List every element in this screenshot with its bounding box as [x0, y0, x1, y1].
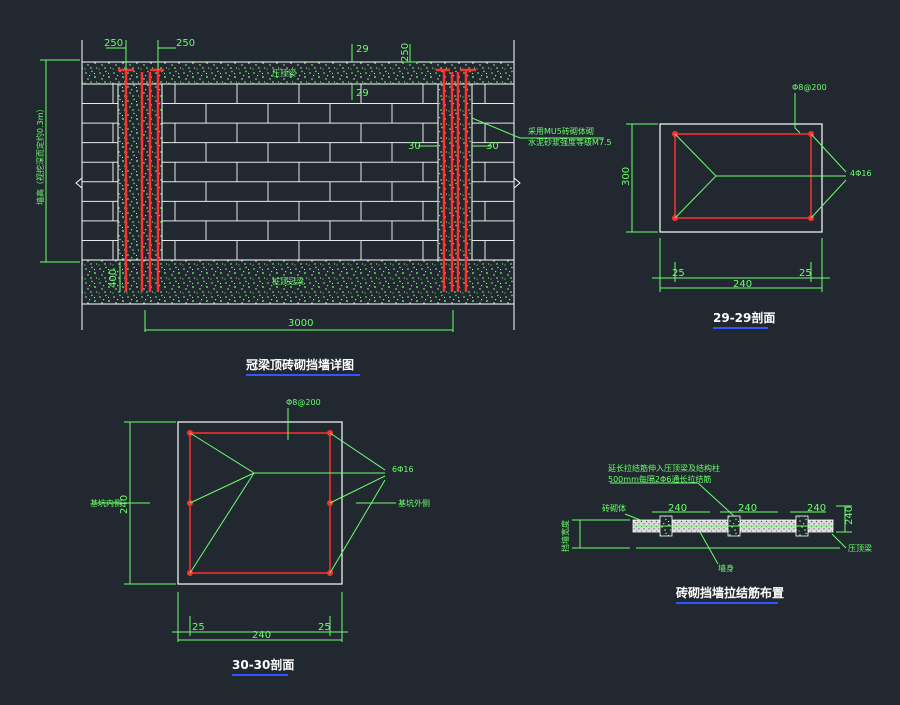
section-30-width: 240	[252, 630, 271, 641]
dim-top-left-a: 250	[104, 38, 123, 49]
section-30-marker-right: 30	[486, 141, 499, 152]
masonry-note-1: 采用MU5砖砌体砌	[528, 126, 594, 136]
tie-bar-plan: 延长拉结筋伸入压顶梁及结构柱 500mm每隔2Φ6通长拉结筋 砖砌体 挡墙宽度 …	[560, 463, 872, 604]
section-29-title: 29-29剖面	[713, 310, 775, 325]
elevation-dimension-lines	[40, 40, 604, 332]
section-29-outline	[659, 123, 823, 233]
elevation-view: 压顶梁 桩顶冠梁 墙高（视挖深而定约0.3m） 采用MU5砖砌体砌 水泥砂浆强度…	[35, 38, 612, 376]
section-30-title: 30-30剖面	[232, 657, 294, 672]
section-30-stirrup-label: Φ8@200	[286, 398, 321, 407]
plan-dim-b: 240	[738, 503, 757, 514]
bottom-beam-label: 桩顶冠梁	[272, 276, 304, 286]
plan-note-2: 500mm每隔2Φ6通长拉结筋	[608, 474, 711, 484]
plan-dim-c: 240	[807, 503, 826, 514]
plan-left-label: 砖砌体	[602, 503, 626, 513]
top-beam	[82, 62, 514, 84]
section-29-bars-label: 4Φ16	[850, 169, 872, 178]
dim-top-left-b: 250	[176, 38, 195, 49]
plan-dim-side: 240	[844, 506, 855, 525]
section-29-height: 300	[621, 167, 632, 186]
wall-height-label: 墙高（视挖深而定约0.3m）	[35, 104, 45, 205]
section-30-view: Φ8@200 6Φ16 基坑内侧 基坑外侧 240 25 25 240 30-3…	[90, 398, 430, 676]
dim-bottom-left: 400	[108, 269, 119, 288]
section-29-width: 240	[733, 279, 752, 290]
section-30-marker-left: 30	[408, 141, 421, 152]
plan-note-1: 延长拉结筋伸入压顶梁及结构柱	[608, 463, 720, 473]
section-29-cover-right: 25	[799, 268, 812, 279]
dim-top-right: 250	[400, 43, 411, 62]
section-30-bars	[187, 430, 333, 576]
plan-right-label: 压顶梁	[848, 544, 872, 553]
section-29-cover-left: 25	[672, 268, 685, 279]
top-beam-label: 压顶梁	[272, 69, 296, 78]
elevation-title: 冠梁顶砖砌挡墙详图	[246, 357, 354, 372]
section-30-outer-side: 基坑外侧	[398, 498, 430, 508]
section-29-dimension-lines	[626, 93, 847, 292]
section-30-inner-side: 基坑内侧	[90, 498, 122, 508]
plan-dim-a: 240	[668, 503, 687, 514]
plan-title: 砖砌挡墙拉结筋布置	[676, 585, 784, 600]
dim-length: 3000	[288, 318, 313, 329]
column-left	[118, 62, 162, 292]
section-29-view: Φ8@200 4Φ16 300 25 25 240 29-29剖面	[621, 83, 872, 329]
section-30-outline	[177, 421, 343, 585]
elevation-rebars	[118, 68, 476, 292]
section-29-stirrup-label: Φ8@200	[792, 83, 827, 92]
section-30-cover-right: 25	[318, 622, 331, 633]
masonry-note-2: 水泥砂浆强度等级M7.5	[528, 137, 612, 147]
section-29-marker-top: 29	[356, 44, 369, 55]
plan-bottom-label: 墙身	[718, 563, 734, 573]
section-29-marker-bottom: 29	[356, 88, 369, 99]
section-30-height: 240	[119, 495, 130, 514]
section-30-stirrup	[189, 432, 331, 574]
plan-side-height-label: 挡墙宽度	[560, 520, 570, 552]
section-30-dimension-lines	[96, 408, 396, 642]
plan-dimension-lines	[572, 482, 852, 565]
section-30-cover-left: 25	[192, 622, 205, 633]
section-30-bars-label: 6Φ16	[392, 465, 414, 474]
